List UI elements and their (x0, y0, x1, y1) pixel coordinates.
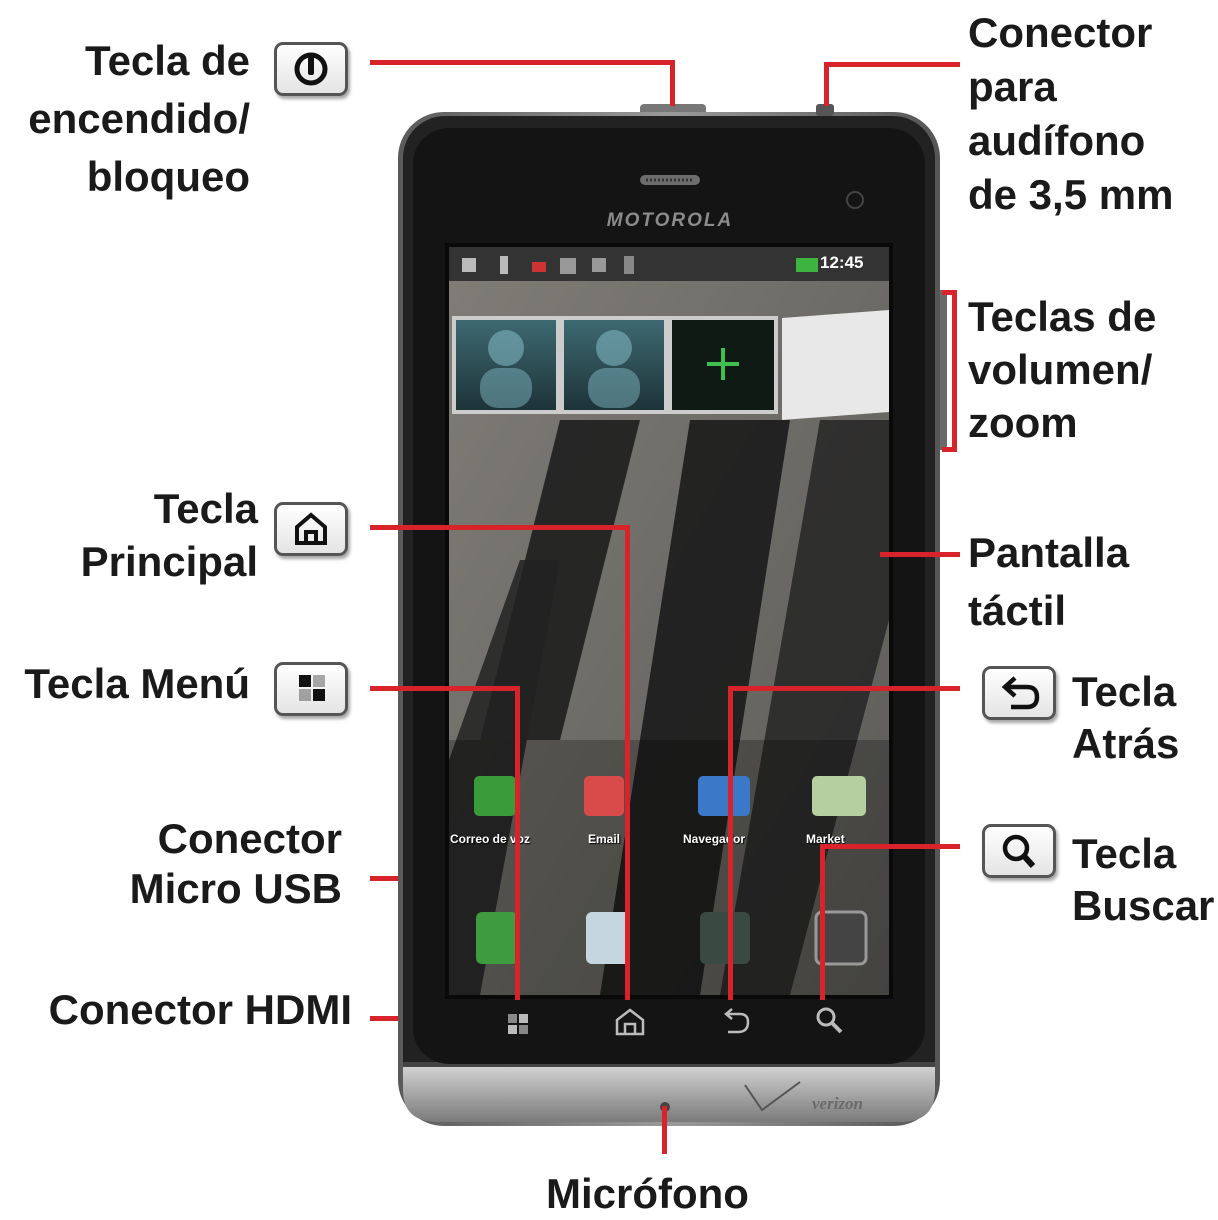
phone-app-icon (476, 912, 518, 964)
callout-line-search-drop (820, 844, 825, 1000)
callout-line-home (370, 525, 630, 530)
contacts-app-icon (586, 912, 630, 964)
phone-brand-logo: MOTOROLA (606, 210, 734, 231)
callout-bracket-volume (952, 290, 957, 452)
label-back-key: Tecla Atrás (1072, 668, 1180, 767)
home-key-icon (274, 502, 348, 556)
gallery-app-icon (814, 910, 868, 966)
callout-line-back-drop (728, 686, 733, 1000)
callout-line-touchscreen (880, 552, 960, 557)
label-search-key: Tecla Buscar (1072, 830, 1215, 929)
status-clock: 12:45 (820, 253, 864, 272)
callout-line-power-drop (670, 60, 675, 106)
carrier-logo: verizon (812, 1094, 863, 1113)
label-hdmi-connector: Conector HDMI (48, 986, 352, 1033)
voicemail-app-icon (474, 776, 516, 816)
headset-jack (816, 104, 834, 116)
app-label-market: Market (806, 832, 845, 846)
label-touchscreen: Pantalla táctil (968, 529, 1130, 634)
callout-line-headset (824, 62, 960, 67)
callout-line-back (728, 686, 960, 691)
search-key-icon (982, 824, 1056, 878)
carrier-check-logo (744, 1081, 801, 1112)
label-power-key: Tecla de encendido/ bloqueo (28, 37, 250, 200)
touchscreen (449, 247, 889, 995)
app-label-browser: Navegador (683, 832, 746, 846)
menu-key-icon (274, 662, 348, 716)
app-label-email: Email (588, 832, 621, 846)
camera-app-icon (700, 912, 750, 964)
callout-line-microphone (662, 1106, 667, 1154)
market-app-icon (812, 776, 866, 816)
capacitive-search-key (816, 1007, 843, 1034)
capacitive-home-key (615, 1008, 645, 1036)
callout-bracket-volume-bottom (942, 447, 957, 452)
label-headset-jack: Conector para audífono de 3,5 mm (968, 9, 1174, 218)
label-volume-keys: Teclas de volumen/ zoom (968, 293, 1157, 446)
capacitive-menu-key (508, 1014, 528, 1034)
browser-app-icon (698, 776, 750, 816)
capacitive-back-key (724, 1008, 750, 1034)
front-sensor (846, 191, 864, 209)
callout-line-usb (370, 876, 398, 881)
app-label-voicemail: Correo de voz (450, 832, 531, 846)
power-key-icon (274, 42, 348, 96)
label-usb-connector: Conector Micro USB (129, 815, 342, 912)
callout-line-headset-drop (824, 62, 829, 106)
phone-chin (403, 1062, 935, 1122)
callout-line-search (820, 844, 960, 849)
back-key-icon (982, 666, 1056, 720)
email-app-icon (584, 776, 624, 816)
label-microphone: Micrófono (546, 1170, 749, 1217)
callout-line-hdmi (370, 1016, 398, 1021)
callout-line-menu-drop (515, 686, 520, 1000)
label-home-key: Tecla Principal (80, 485, 258, 585)
callout-line-menu (370, 686, 520, 691)
label-menu-key: Tecla Menú (24, 660, 250, 707)
callout-line-home-drop (625, 525, 630, 1000)
callout-line-power (370, 60, 675, 65)
callout-bracket-volume-top (942, 290, 957, 295)
